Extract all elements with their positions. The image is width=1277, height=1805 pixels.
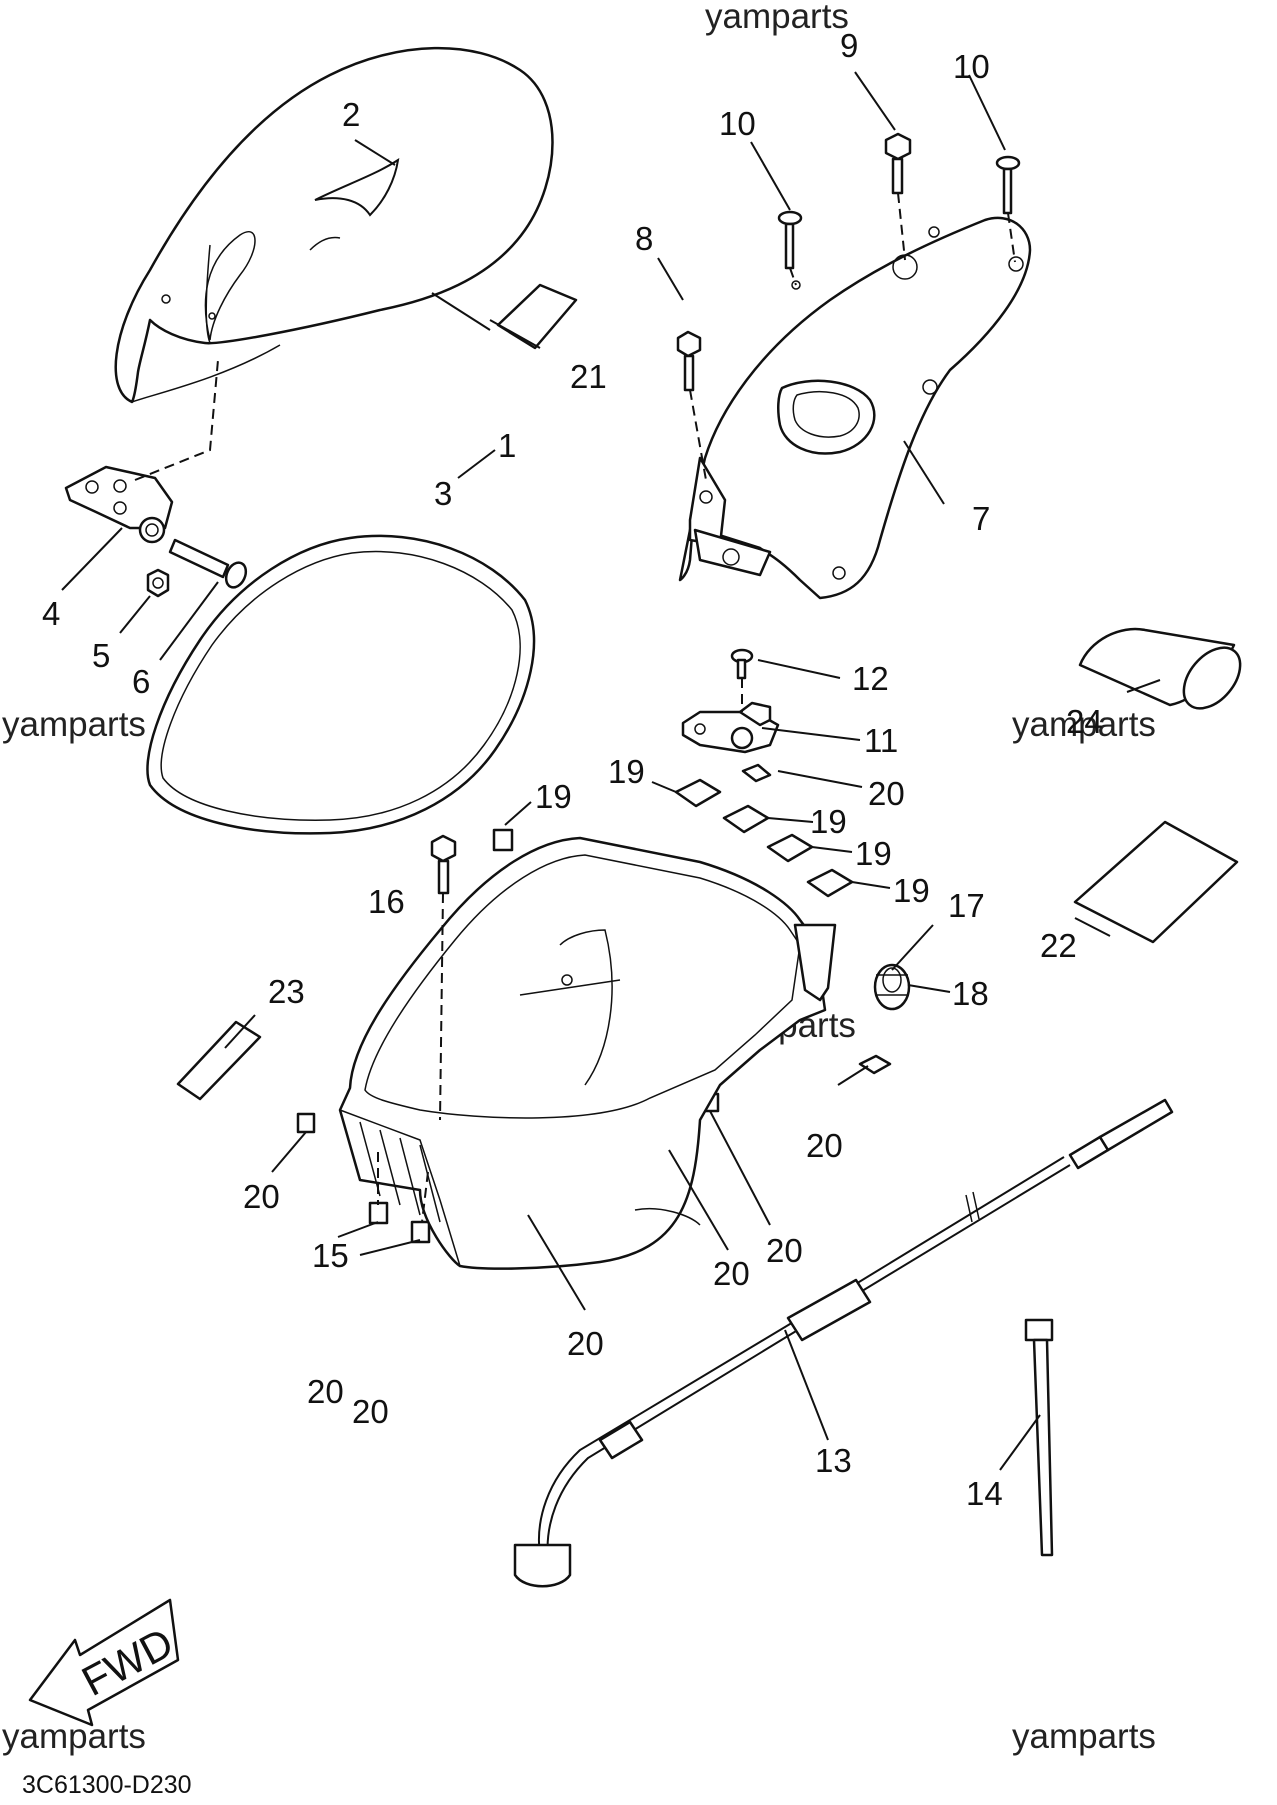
callout-21: 21 bbox=[570, 358, 607, 395]
callout-1: 1 bbox=[498, 427, 516, 464]
watermark-left: yamparts bbox=[2, 705, 146, 744]
callout-20b: 20 bbox=[806, 1127, 843, 1164]
callout-17: 17 bbox=[948, 887, 985, 924]
callout-9: 9 bbox=[840, 27, 858, 64]
hinge-part bbox=[64, 465, 174, 544]
seat-part bbox=[114, 46, 554, 404]
grommet-17-part bbox=[873, 963, 911, 1011]
callout-24: 24 bbox=[1066, 703, 1103, 740]
callout-20d: 20 bbox=[567, 1325, 604, 1362]
callout-20a: 20 bbox=[868, 775, 905, 812]
bolt-8-part bbox=[676, 330, 702, 392]
callout-12: 12 bbox=[852, 660, 889, 697]
callout-3: 3 bbox=[434, 475, 452, 512]
lock-bracket-part bbox=[681, 701, 780, 754]
callout-11: 11 bbox=[864, 722, 898, 759]
leader-lines bbox=[61, 71, 1161, 1471]
callout-20h: 20 bbox=[352, 1393, 389, 1430]
callout-16: 16 bbox=[368, 883, 405, 920]
watermark-top: yamparts bbox=[705, 0, 849, 36]
screw-10a-part bbox=[777, 210, 803, 270]
band-24-part bbox=[1078, 627, 1242, 710]
callout-19c: 19 bbox=[810, 803, 847, 840]
callout-20f: 20 bbox=[766, 1232, 803, 1269]
screw-12-part bbox=[730, 648, 754, 680]
callout-18: 18 bbox=[952, 975, 989, 1012]
callout-20e: 20 bbox=[713, 1255, 750, 1292]
bolt-9-part bbox=[884, 132, 912, 195]
callout-7: 7 bbox=[972, 500, 990, 537]
callout-19e: 19 bbox=[893, 872, 930, 909]
bolt-16-part bbox=[430, 834, 457, 895]
callout-14: 14 bbox=[966, 1475, 1003, 1512]
callout-13: 13 bbox=[815, 1442, 852, 1479]
callout-20c: 20 bbox=[243, 1178, 280, 1215]
callout-10b: 10 bbox=[953, 48, 990, 85]
callout-10a: 10 bbox=[719, 105, 756, 142]
callout-5: 5 bbox=[92, 637, 110, 674]
diagram-code: 3C61300-D230 bbox=[22, 1771, 192, 1799]
fwd-arrow: FWD bbox=[28, 1598, 181, 1727]
watermark-bottom-left: yamparts bbox=[2, 1717, 146, 1756]
watermark-bottom-right: yamparts bbox=[1012, 1717, 1156, 1756]
pin-bolt-part bbox=[168, 538, 248, 589]
storage-box-part bbox=[338, 836, 837, 1270]
callout-23: 23 bbox=[268, 973, 305, 1010]
callout-8: 8 bbox=[635, 220, 653, 257]
sheet-22-part bbox=[1073, 820, 1239, 944]
label-23-part bbox=[176, 1020, 262, 1101]
assembly-lines bbox=[134, 192, 1016, 1223]
callout-labels: 1 2 3 4 5 6 7 8 9 10 10 11 12 13 14 15 1… bbox=[42, 27, 1103, 1512]
callout-15: 15 bbox=[312, 1237, 349, 1274]
nut-part bbox=[146, 568, 170, 598]
cover-plate-part bbox=[678, 216, 1032, 600]
callout-19b: 19 bbox=[535, 778, 572, 815]
callout-20g: 20 bbox=[307, 1373, 344, 1410]
callout-19d: 19 bbox=[855, 835, 892, 872]
callout-19a: 19 bbox=[608, 753, 645, 790]
callout-2: 2 bbox=[342, 96, 360, 133]
callout-4: 4 bbox=[42, 595, 60, 632]
cable-tie-14-part bbox=[1024, 1318, 1054, 1557]
seat-gasket-part bbox=[146, 534, 536, 835]
screw-10b-part bbox=[995, 155, 1021, 215]
watermark-right: yamparts bbox=[1012, 705, 1156, 744]
callout-22: 22 bbox=[1040, 927, 1077, 964]
callout-6: 6 bbox=[132, 663, 150, 700]
cable-13-part bbox=[513, 1098, 1174, 1588]
label-21-part bbox=[496, 283, 578, 350]
